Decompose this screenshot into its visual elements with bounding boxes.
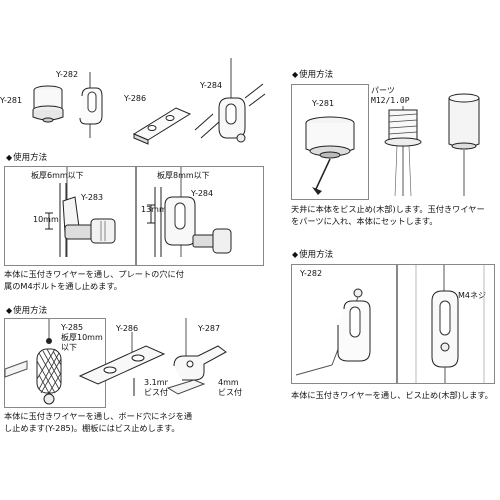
y284-illustration	[194, 58, 266, 143]
usage2-caption-line1: 本体に玉付きワイヤーを通し、ボード穴にネジを通	[4, 411, 193, 421]
y281-illustration	[32, 85, 64, 123]
y286-illustration	[132, 107, 192, 145]
y282-illustration	[79, 72, 103, 138]
label-parts: パーツ	[371, 86, 395, 95]
diamond-icon: ◆	[292, 250, 299, 259]
usage3-panel-right: パーツ M12/1.0P	[369, 84, 493, 198]
label-y284-usage: Y-284	[191, 189, 214, 198]
y281-usage-illustration	[305, 116, 355, 195]
label-screw-31mm-note: ビス付	[144, 388, 168, 397]
label-y282-usage: Y-282	[300, 269, 323, 278]
label-y281-top: Y-281	[0, 96, 23, 105]
usage2-panel-right: Y-287 4mm ビス付	[166, 318, 264, 406]
usage2-panel-middle: Y-286 3.1mm ビス付	[78, 318, 172, 406]
usage1-panel-left: 板厚6mm以下 Y-283 10mm	[4, 166, 136, 266]
label-y286-usage: Y-286	[116, 324, 139, 333]
y284-usage-illustration	[147, 167, 232, 257]
y287-illustration	[166, 318, 227, 395]
usage1-caption: 本体に玉付きワイヤーを通し、プレートの穴に付 属のM4ボルトを通し止めます。	[4, 268, 264, 292]
usage3-panel-left: Y-281 本体	[291, 84, 369, 200]
y283-illustration	[45, 167, 116, 257]
diamond-icon: ◆	[6, 153, 13, 162]
label-parts-spec: M12/1.0P	[371, 96, 410, 105]
label-y285-note1: 板厚10mm	[61, 333, 103, 342]
label-screw-31mm: 3.1mm	[144, 378, 173, 387]
usage2-header: ◆使用方法	[6, 306, 47, 316]
usage2-header-text: 使用方法	[13, 306, 48, 316]
usage1-header: ◆使用方法	[6, 153, 47, 163]
label-y285-note2: 以下	[61, 343, 77, 352]
diamond-icon: ◆	[292, 70, 299, 79]
usage2-panel-left: Y-285 板厚10mm 以下	[4, 318, 106, 408]
usage1-caption-line2: 属のM4ボルトを通し止めます。	[4, 281, 122, 291]
m4-illustration	[415, 265, 485, 383]
label-thickness-8mm: 板厚8mm以下	[157, 171, 210, 180]
usage3-caption-line2: をパーツに入れ、本体にセットします。	[291, 216, 438, 226]
usage3-header-text: 使用方法	[299, 70, 334, 80]
label-y286-top: Y-286	[124, 94, 147, 103]
usage4-header-text: 使用方法	[299, 250, 334, 260]
y286-usage-illustration	[78, 332, 166, 396]
label-y281-usage: Y-281	[312, 99, 335, 108]
label-thickness-6mm: 板厚6mm以下	[31, 171, 84, 180]
label-m4-screw: M4ネジ	[458, 291, 486, 300]
dim-13mm: 13mm	[141, 205, 167, 214]
label-y287: Y-287	[198, 324, 221, 333]
usage1-header-text: 使用方法	[13, 153, 48, 163]
usage4-panel-right: M4ネジ	[397, 264, 495, 384]
label-screw-4mm: 4mm	[218, 378, 239, 387]
label-y284-top: Y-284	[200, 81, 223, 90]
usage3-caption-line1: 天井に本体をビス止め(木部)します。玉付きワイヤー	[291, 204, 485, 214]
label-y283: Y-283	[81, 193, 104, 202]
label-screw-4mm-note: ビス付	[218, 388, 242, 397]
label-y285: Y-285	[61, 323, 84, 332]
y285-illustration	[4, 319, 62, 405]
diamond-icon: ◆	[6, 306, 13, 315]
usage4-panel-left: Y-282	[291, 264, 397, 384]
usage1-panel-right: 板厚8mm以下 Y-284 13mm	[136, 166, 264, 266]
usage3-caption: 天井に本体をビス止め(木部)します。玉付きワイヤー をパーツに入れ、本体にセット…	[291, 203, 497, 227]
usage2-caption-line2: し止めます(Y-285)。棚板にはビス止めします。	[4, 423, 180, 433]
usage3-header: ◆使用方法	[292, 70, 333, 80]
label-y282-top: Y-282	[56, 70, 79, 79]
top-row-products: Y-281 Y-282 Y-286 Y-284	[0, 58, 266, 150]
usage2-caption: 本体に玉付きワイヤーを通し、ボード穴にネジを通 し止めます(Y-285)。棚板に…	[4, 410, 272, 434]
dim-10mm: 10mm	[33, 215, 59, 224]
usage4-caption: 本体に玉付きワイヤーを通し、ビス止め(木部)します。	[291, 389, 497, 401]
usage1-caption-line1: 本体に玉付きワイヤーを通し、プレートの穴に付	[4, 269, 184, 279]
parts-illustration	[384, 93, 480, 197]
y282-usage-illustration	[295, 288, 371, 376]
usage4-header: ◆使用方法	[292, 250, 333, 260]
usage4-caption-line1: 本体に玉付きワイヤーを通し、ビス止め(木部)します。	[291, 390, 493, 400]
